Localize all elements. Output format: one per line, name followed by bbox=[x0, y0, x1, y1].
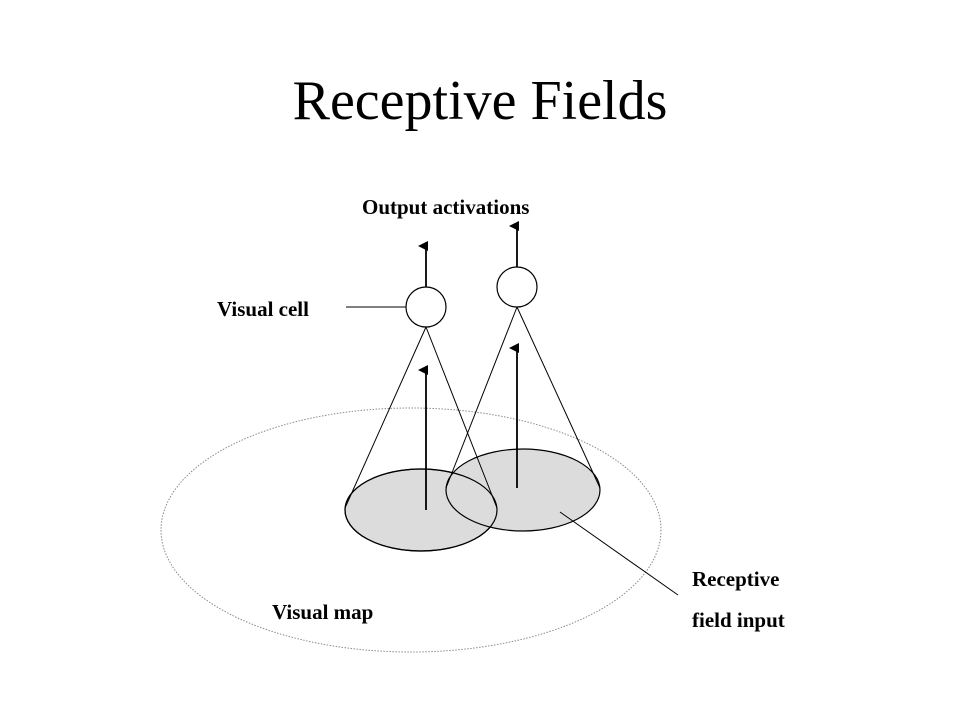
visual-cell-right bbox=[496, 266, 538, 308]
receptive-field-label-line2: field input bbox=[692, 608, 785, 632]
cone-line-left-a bbox=[344, 326, 427, 509]
receptive-field-left-outline bbox=[344, 468, 498, 552]
visual-map-ellipse bbox=[160, 407, 662, 653]
receptive-field-right bbox=[445, 448, 601, 532]
cone-line-right-b bbox=[516, 306, 601, 489]
output-activations-label: Output activations bbox=[362, 195, 529, 219]
receptive-field-leader-line bbox=[559, 511, 679, 596]
receptive-field-label-line1: Receptive bbox=[692, 567, 779, 591]
cone-line-left-b bbox=[425, 326, 498, 509]
visual-cell-left bbox=[405, 286, 447, 328]
cone-line-right-a bbox=[445, 306, 518, 489]
slide-title: Receptive Fields bbox=[292, 70, 668, 132]
visual-map-label: Visual map bbox=[272, 600, 373, 624]
visual-cell-label: Visual cell bbox=[217, 297, 309, 321]
